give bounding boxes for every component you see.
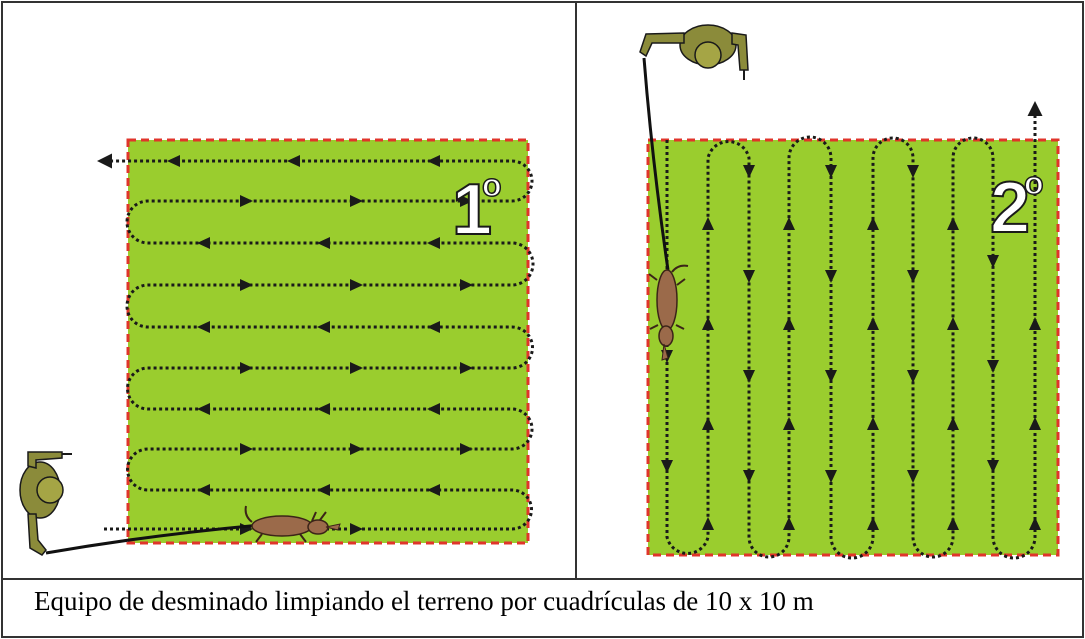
direction-arrows-1 — [167, 155, 473, 535]
mine-detection-dog-icon — [648, 264, 689, 361]
panel-2: 2 o — [639, 24, 1060, 560]
operator-icon — [639, 24, 749, 80]
mine-detection-dog-icon — [244, 505, 341, 543]
panel-1-superscript: o — [482, 167, 502, 203]
leash-1 — [45, 523, 261, 555]
field-2 — [646, 138, 1060, 557]
operator-icon — [19, 451, 72, 556]
sweep-path-horizontal — [97, 153, 535, 531]
field-1 — [126, 138, 530, 545]
sweep-path-vertical — [665, 101, 1043, 560]
panel-2-label: 2 — [990, 168, 1030, 248]
caption: Equipo de desminado limpiando el terreno… — [34, 586, 814, 616]
panel-2-superscript: o — [1024, 165, 1044, 201]
panel-1: 1 o — [19, 138, 535, 556]
direction-arrows-2 — [661, 165, 1041, 530]
panel-1-label: 1 — [452, 170, 492, 250]
leash-2 — [642, 57, 670, 271]
